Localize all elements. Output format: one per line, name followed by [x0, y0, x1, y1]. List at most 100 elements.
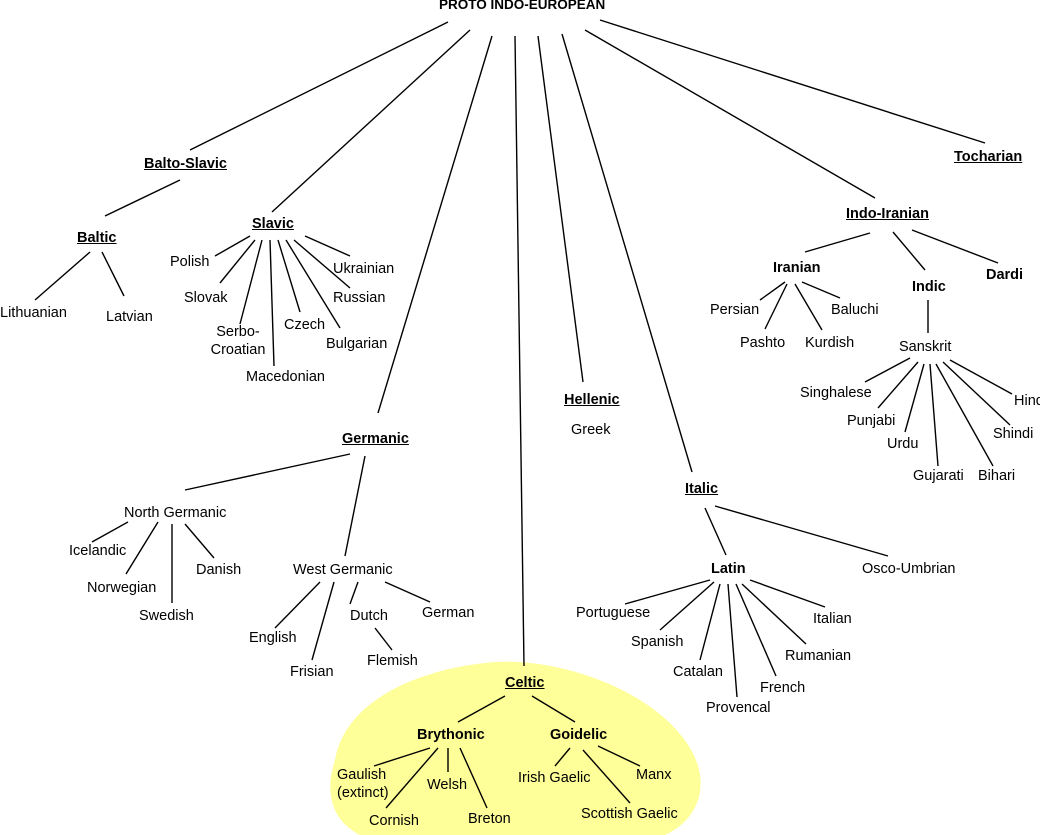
edge-latin-catalan [699, 583, 721, 661]
node-provencal: Provencal [706, 700, 771, 716]
edge-latin-spanish [659, 581, 715, 631]
edge-sanskrit-shindi [942, 361, 1011, 426]
edge-sanskrit-hindi [949, 359, 1013, 395]
edge-celtic-goidelic [531, 695, 576, 723]
edge-baltic-lithuanian [34, 251, 91, 301]
node-serbo-croatian-line1: Serbo- [216, 324, 260, 340]
node-slovak: Slovak [184, 290, 228, 306]
edge-germanic-north [184, 453, 351, 491]
node-rumanian: Rumanian [785, 648, 852, 664]
node-baluchi: Baluchi [831, 302, 879, 318]
edge-indo-iranian-dardi [911, 229, 999, 264]
edge-north-danish [184, 523, 215, 559]
node-italic: Italic [685, 481, 719, 497]
edge-germanic-west [344, 455, 366, 557]
node-gujarati: Gujarati [913, 468, 964, 484]
node-goidelic: Goidelic [550, 727, 608, 743]
node-proto-indo-european: PROTO INDO-EUROPEAN [439, 0, 606, 12]
node-manx: Manx [636, 767, 672, 783]
node-flemish: Flemish [367, 653, 418, 669]
node-bulgarian: Bulgarian [326, 336, 388, 352]
node-macedonian: Macedonian [246, 369, 325, 385]
edge-west-frisian [311, 581, 335, 661]
edge-root-balto-slavic [189, 21, 449, 151]
node-indo-iranian: Indo-Iranian [846, 206, 929, 222]
edge-latin-french [735, 583, 777, 677]
node-czech: Czech [284, 317, 326, 333]
node-tocharian: Tocharian [954, 149, 1023, 165]
edge-west-dutch [349, 581, 359, 605]
node-serbo-croatian: Serbo- Croatian [206, 325, 270, 358]
edge-brythonic-breton [459, 747, 488, 809]
node-italian: Italian [813, 611, 852, 627]
edge-root-tocharian [599, 19, 986, 144]
edge-slavic-ukrainian [304, 235, 351, 257]
edge-slavic-russian [293, 239, 351, 289]
node-singhalese: Singhalese [800, 385, 872, 401]
node-frisian: Frisian [290, 664, 334, 680]
edge-dutch-flemish [374, 627, 393, 651]
edge-goidelic-manx [597, 745, 641, 767]
edge-iranian-persian [759, 281, 786, 301]
edge-sanskrit-urdu [904, 363, 925, 433]
edge-iranian-pashto [764, 283, 788, 330]
edge-indo-iranian-iranian [804, 232, 871, 253]
edge-root-hellenic [537, 35, 584, 383]
node-brythonic: Brythonic [417, 727, 485, 743]
node-icelandic: Icelandic [69, 543, 127, 559]
edge-balto-slavic-baltic [104, 179, 181, 217]
edge-italic-latin [704, 507, 727, 556]
edge-sanskrit-gujarati [929, 363, 939, 467]
edge-north-norwegian [125, 521, 159, 575]
edge-italic-osco-umbrian [714, 505, 889, 557]
node-hindi: Hindi [1014, 394, 1040, 409]
edge-iranian-baluchi [801, 281, 841, 299]
node-shindi: Shindi [993, 426, 1034, 442]
edge-west-german [384, 581, 431, 603]
edge-indo-iranian-indic [892, 231, 926, 271]
node-serbo-croatian-line2: Croatian [210, 342, 266, 358]
node-hellenic: Hellenic [564, 392, 620, 408]
edge-north-icelandic [91, 521, 129, 543]
node-sanskrit: Sanskrit [899, 339, 952, 355]
node-punjabi: Punjabi [847, 413, 896, 429]
edge-goidelic-irish [554, 747, 571, 767]
node-pashto: Pashto [740, 335, 786, 351]
edge-celtic-brythonic [457, 695, 506, 723]
edge-slavic-bulgarian [285, 239, 341, 329]
edge-root-slavic [271, 29, 471, 213]
node-baltic: Baltic [77, 230, 117, 246]
node-swedish: Swedish [139, 608, 194, 624]
node-bihari: Bihari [978, 468, 1016, 484]
node-iranian: Iranian [773, 260, 821, 276]
edge-baltic-latvian [101, 251, 125, 297]
node-germanic: Germanic [342, 431, 409, 447]
node-norwegian: Norwegian [87, 580, 157, 596]
edge-goidelic-scottish [582, 749, 631, 804]
edge-iranian-kurdish [794, 283, 823, 331]
node-dutch: Dutch [350, 608, 388, 624]
edge-latin-italian [749, 579, 826, 608]
edge-west-english [274, 581, 321, 629]
node-polish: Polish [170, 254, 210, 270]
node-kurdish: Kurdish [805, 335, 855, 351]
edge-slavic-polish [214, 235, 251, 257]
edge-slavic-macedonian [269, 239, 275, 367]
edge-latin-rumanian [741, 583, 807, 645]
node-spanish: Spanish [631, 634, 684, 650]
node-gaulish-line2: (extinct) [337, 785, 389, 801]
node-latin: Latin [711, 561, 746, 577]
edge-brythonic-cornish [385, 747, 439, 809]
node-balto-slavic: Balto-Slavic [144, 156, 227, 172]
node-french: French [760, 680, 806, 696]
node-irish-gaelic: Irish Gaelic [518, 770, 591, 786]
node-lithuanian: Lithuanian [0, 305, 67, 321]
node-welsh: Welsh [427, 777, 468, 793]
edge-slavic-serbo-croatian [239, 239, 263, 325]
edge-root-indo-iranian [584, 29, 876, 199]
edge-latin-provencal [727, 583, 738, 698]
node-slavic: Slavic [252, 216, 294, 232]
node-english: English [249, 630, 297, 646]
